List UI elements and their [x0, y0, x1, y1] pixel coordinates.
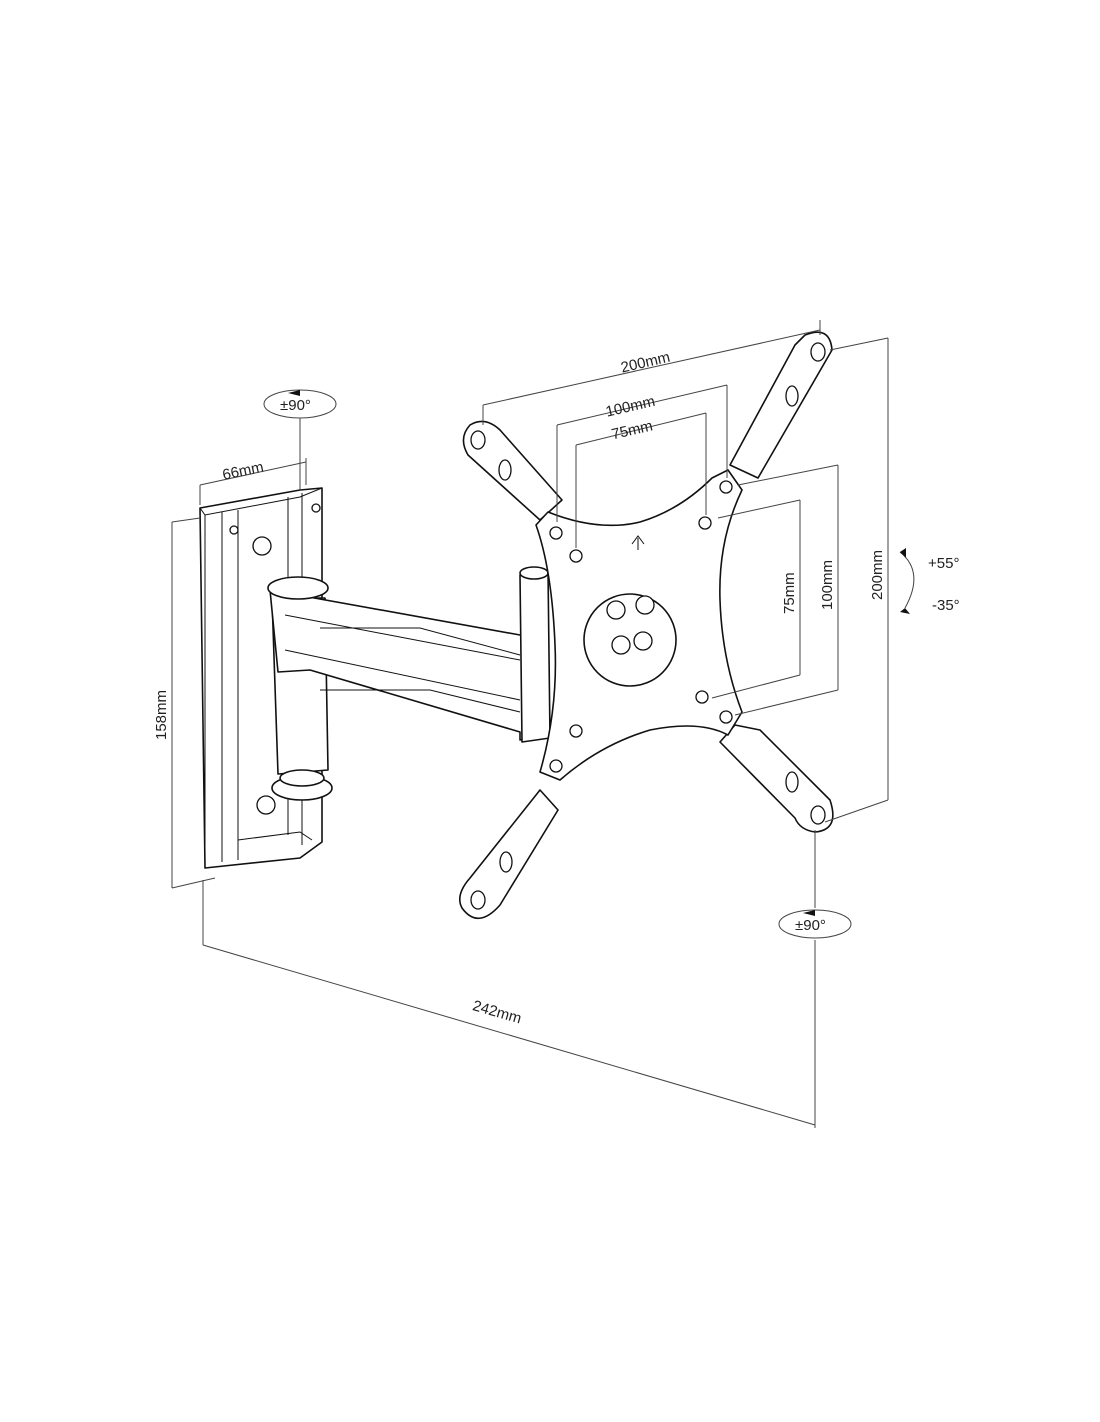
vesa-hole-icon — [719, 480, 733, 494]
label-tilt-up: +55° — [928, 555, 959, 572]
vesa-hole-icon — [695, 690, 709, 704]
up-arrow-icon — [631, 535, 645, 550]
bracket-slot — [498, 459, 512, 481]
label-plate-width: 66mm — [221, 458, 265, 483]
vesa-hole-icon — [698, 516, 712, 530]
tilt-arc — [899, 551, 915, 609]
vesa-hole-icon — [569, 549, 583, 563]
bracket-hole — [470, 890, 486, 910]
swing-arm — [267, 566, 551, 801]
label-extension: 242mm — [471, 997, 524, 1027]
bracket-slot — [499, 851, 513, 873]
label-right-height-mid: 100mm — [819, 560, 836, 610]
vesa-plate — [459, 331, 834, 920]
vesa-hole-icon — [549, 526, 563, 540]
hub-screw-icon — [635, 595, 655, 615]
label-right-height-large: 200mm — [869, 550, 886, 600]
label-wall-swivel: ±90° — [280, 397, 311, 414]
vesa-hub — [583, 593, 677, 687]
label-tilt-down: -35° — [932, 597, 960, 614]
label-mid-width: 100mm — [604, 393, 657, 421]
hub-screw-icon — [633, 631, 653, 651]
wall-plate-upper-hole — [252, 536, 272, 556]
label-top-width: 200mm — [619, 349, 672, 377]
tilt-up-arrow-icon — [900, 548, 906, 558]
screw-icon — [311, 503, 321, 513]
swivel-arrow-icon — [288, 390, 300, 396]
hub-screw-icon — [611, 635, 631, 655]
label-plate-height: 158mm — [153, 690, 170, 740]
bracket-slot — [785, 771, 799, 793]
vesa-hole-icon — [549, 759, 563, 773]
bracket-hole — [810, 805, 826, 825]
label-plate-swivel: ±90° — [795, 917, 826, 934]
vesa-hole-icon — [569, 724, 583, 738]
label-inner-width: 75mm — [610, 417, 654, 443]
bracket-hole — [470, 430, 486, 450]
swivel-arrow-icon — [803, 910, 815, 916]
wall-plate-lower-hole — [256, 795, 276, 815]
tilt-down-arrow-icon — [900, 608, 910, 614]
bracket-hole — [810, 342, 826, 362]
hub-screw-icon — [606, 600, 626, 620]
bracket-slot — [785, 385, 799, 407]
dimension-lines — [171, 320, 915, 1128]
screw-icon — [229, 525, 239, 535]
label-right-height-small: 75mm — [781, 572, 798, 614]
vesa-hole-icon — [719, 710, 733, 724]
